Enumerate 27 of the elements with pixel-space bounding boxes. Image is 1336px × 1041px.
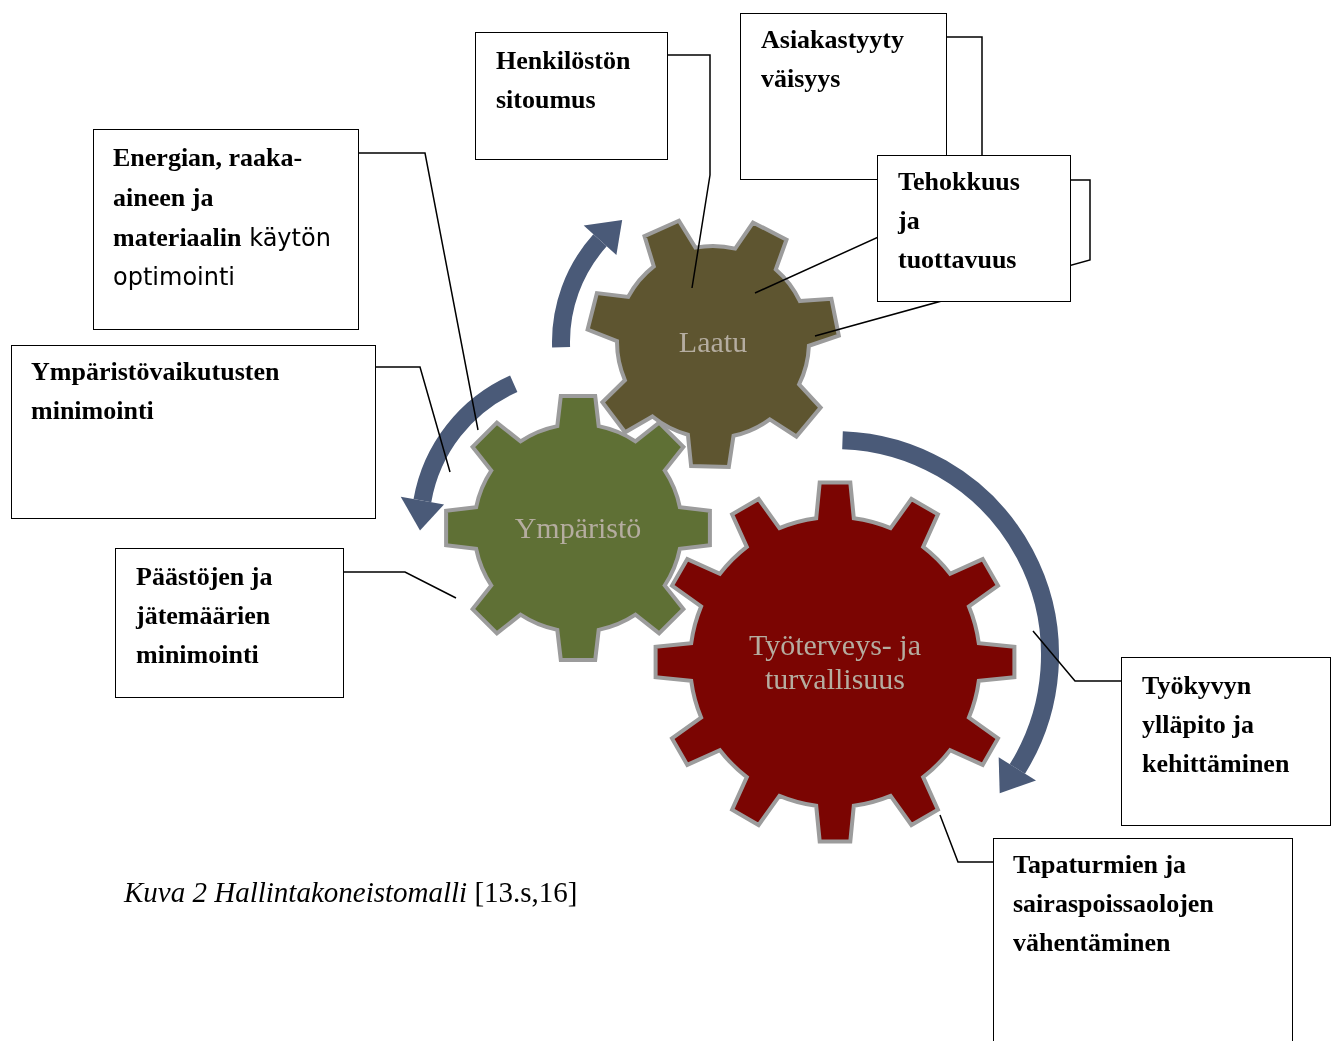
leader-line <box>375 366 451 473</box>
text-box <box>1121 657 1331 826</box>
box-text: Energian, raaka-aineen ja materiaalin käytön optimointi <box>113 142 332 293</box>
text-box <box>93 129 359 330</box>
leader-line <box>667 54 711 289</box>
leader-line <box>1032 630 1122 682</box>
gear-label: Ympäristö <box>513 511 643 545</box>
leader-line <box>343 571 457 599</box>
box-text: Henkilöstön sitoumus <box>496 45 632 116</box>
box-text: Asiakastyyty väisyys <box>761 24 905 95</box>
box-text: Ympäristövaikutusten minimointi <box>31 356 281 427</box>
text-box <box>11 345 376 519</box>
box-text: Tapaturmien ja sairaspoissaolojen vähentäminen <box>1013 849 1215 959</box>
leader-line <box>939 814 994 863</box>
box-text: Työkyvyn ylläpito ja kehittäminen <box>1142 670 1291 780</box>
text-box <box>475 32 668 160</box>
text-box <box>877 155 1071 302</box>
leader-line <box>814 179 1091 337</box>
box-text: Tehokkuus ja tuottavuus <box>898 166 1021 276</box>
text-box <box>993 838 1293 1041</box>
leader-line <box>754 36 983 294</box>
caption: Kuva 2 Hallintakoneistomalli [13.s,16] <box>124 876 578 909</box>
gear-label: Työterveys- ja turvallisuus <box>748 628 922 696</box>
gear-label: Laatu <box>677 325 749 359</box>
leader-line <box>358 152 479 431</box>
box-text: Päästöjen ja jätemäärien minimointi <box>136 561 274 671</box>
text-box <box>115 548 344 698</box>
